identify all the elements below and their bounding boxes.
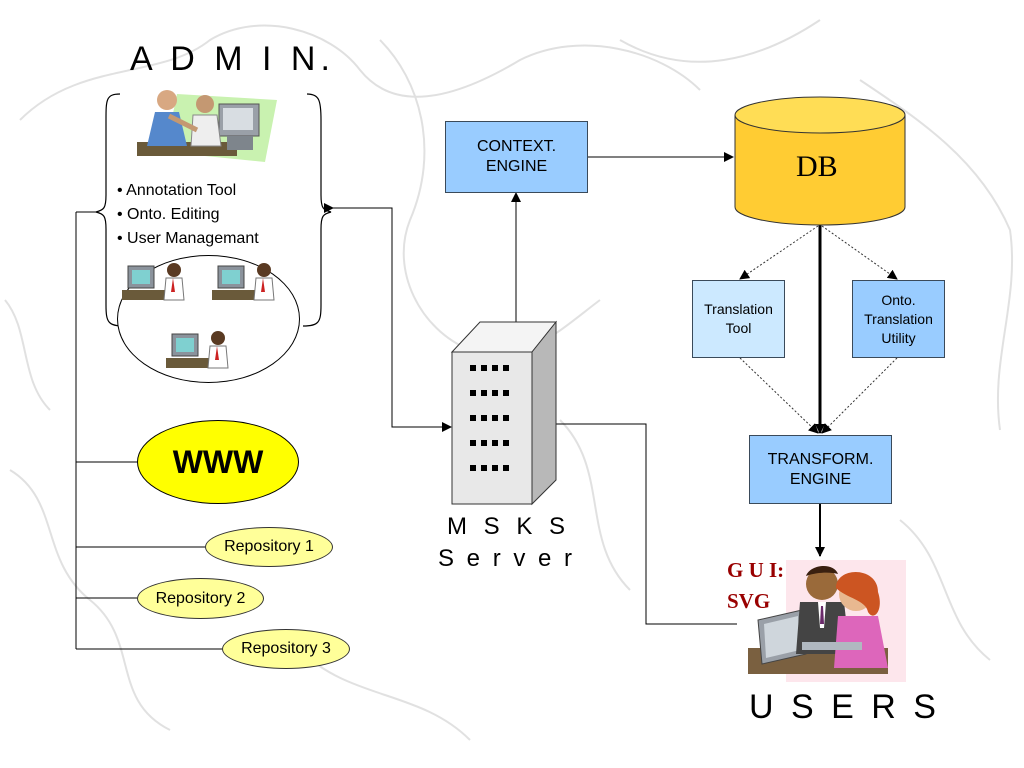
feature-onto-editing: Onto. Editing — [117, 203, 259, 227]
msks-server-icon[interactable] — [450, 320, 558, 506]
server-label-line2: S e r v e r — [438, 545, 576, 572]
www-node[interactable]: WWW — [137, 420, 299, 504]
server-admin-arrow — [324, 203, 452, 432]
admin-curly-brace-group — [95, 93, 332, 327]
admin-feature-list: Annotation Tool Onto. Editing User Manag… — [117, 179, 259, 251]
onto-transform-dotted — [821, 357, 898, 434]
users-label: U S E R S — [749, 688, 940, 726]
repository-1-label: Repository 1 — [224, 538, 314, 555]
transform-engine-box[interactable]: TRANSFORM. ENGINE — [749, 435, 892, 504]
db-cylinder[interactable] — [733, 95, 907, 227]
onto-utility-line1: Onto. — [881, 291, 916, 308]
admin-title: A D M I N. — [130, 40, 335, 78]
onto-translation-utility-box[interactable]: Onto. Translation Utility — [852, 280, 945, 358]
transform-engine-line2: ENGINE — [789, 470, 852, 488]
onto-utility-line2: Translation — [864, 310, 933, 327]
www-label: WWW — [172, 443, 264, 480]
context-engine-line2: ENGINE — [485, 158, 548, 175]
translation-tool-line2: Tool — [725, 320, 752, 336]
gui-label-line1: G U I: — [727, 558, 785, 582]
db-translation-dotted — [739, 225, 819, 280]
users-clipart — [748, 560, 906, 682]
server-label-line1: M S K S — [447, 513, 571, 540]
repository-3-node[interactable]: Repository 3 — [222, 629, 350, 669]
feature-annotation-tool: Annotation Tool — [117, 179, 259, 203]
users-server-arrow — [529, 419, 737, 625]
onto-utility-line3: Utility — [881, 329, 916, 346]
translation-transform-dotted — [739, 357, 819, 434]
db-label: DB — [796, 150, 838, 183]
feature-user-management: User Managemant — [117, 227, 259, 251]
db-onto-dotted — [821, 225, 898, 280]
translation-tool-line1: Translation — [704, 301, 773, 317]
repository-2-label: Repository 2 — [155, 589, 246, 607]
repository-2-node[interactable]: Repository 2 — [137, 578, 264, 619]
admin-workstations-clipart — [122, 263, 275, 369]
gui-label-line2: SVG — [727, 589, 771, 613]
context-engine-box[interactable]: CONTEXT. ENGINE — [445, 121, 588, 193]
translation-tool-box[interactable]: Translation Tool — [692, 280, 785, 358]
repository-1-node[interactable]: Repository 1 — [205, 527, 333, 567]
admin-people-clipart — [137, 90, 277, 162]
transform-engine-line1: TRANSFORM. — [767, 450, 874, 468]
context-engine-line1: CONTEXT. — [476, 138, 557, 155]
repository-3-label: Repository 3 — [241, 640, 331, 657]
